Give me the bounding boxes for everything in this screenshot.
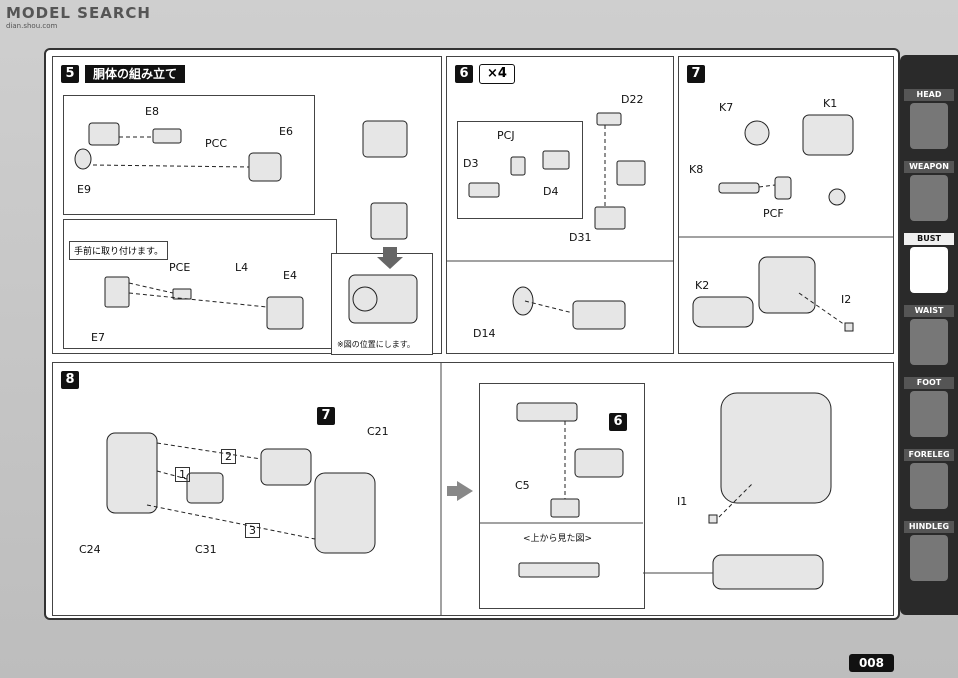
sidebar-item-label: FOOT: [904, 377, 954, 389]
part-label: E7: [91, 331, 105, 344]
bust-part-icon: [910, 247, 948, 293]
part-label: K2: [695, 279, 710, 292]
part-label: D3: [463, 157, 479, 170]
part-label: K7: [719, 101, 734, 114]
step-8-panel: 8: [52, 362, 894, 616]
foreleg-part-icon: [910, 463, 948, 509]
part-label: C31: [195, 543, 217, 556]
part-label: PCF: [763, 207, 784, 220]
step-number: 7: [687, 65, 705, 83]
section-sidebar: HEAD WEAPON BUST WAIST FOOT FORELEG HIND…: [900, 55, 958, 615]
watermark-url: dian.shou.com: [6, 22, 58, 30]
sidebar-item-bust[interactable]: BUST: [904, 233, 954, 297]
part-label: L4: [235, 261, 249, 274]
guide-line-number: 2: [221, 449, 236, 464]
weapon-part-icon: [910, 175, 948, 221]
foot-part-icon: [910, 391, 948, 437]
flow-arrow: [447, 481, 473, 501]
part-label: I2: [841, 293, 852, 306]
part-label: K1: [823, 97, 838, 110]
part-label: D14: [473, 327, 496, 340]
sidebar-item-label: HEAD: [904, 89, 954, 101]
sidebar-item-label: WEAPON: [904, 161, 954, 173]
sidebar-item-label: HINDLEG: [904, 521, 954, 533]
hindleg-part-icon: [910, 535, 948, 581]
top-view-caption: <上から見た図>: [523, 534, 593, 544]
part-label: E8: [145, 105, 159, 118]
step-7-diagram: [679, 114, 893, 332]
sidebar-item-foreleg[interactable]: FORELEG: [904, 449, 954, 513]
part-label: E6: [279, 125, 293, 138]
position-note: ※図の位置にします。: [337, 340, 415, 349]
part-label: PCC: [205, 137, 227, 150]
head-part-icon: [910, 103, 948, 149]
waist-part-icon: [910, 319, 948, 365]
ref-step-badge: 7: [317, 407, 335, 425]
step-number: 6: [455, 65, 473, 83]
step-number: 8: [61, 371, 79, 389]
part-label: PCJ: [497, 129, 515, 142]
step-5-diagram: [74, 120, 418, 330]
part-label: C21: [367, 425, 389, 438]
sidebar-item-hindleg[interactable]: HINDLEG: [904, 521, 954, 585]
watermark-title: MODEL SEARCH: [6, 4, 151, 22]
attach-note: 手前に取り付けます。: [69, 241, 169, 260]
guide-line-number: 3: [245, 523, 260, 538]
sidebar-item-label: BUST: [904, 233, 954, 245]
step-8-diagram: [106, 363, 832, 615]
part-label: C5: [515, 479, 530, 492]
ref-step-badge: 6: [609, 413, 627, 431]
sidebar-item-head[interactable]: HEAD: [904, 89, 954, 153]
step-6-diagram: [447, 112, 673, 330]
step-number: 5: [61, 65, 79, 83]
sidebar-item-weapon[interactable]: WEAPON: [904, 161, 954, 225]
part-label: D22: [621, 93, 644, 106]
sidebar-item-foot[interactable]: FOOT: [904, 377, 954, 441]
step-6-panel: 6 ×4 D22: [446, 56, 674, 354]
part-label: D4: [543, 185, 559, 198]
guide-line-number: 1: [175, 467, 190, 482]
sidebar-item-label: WAIST: [904, 305, 954, 317]
part-label: E4: [283, 269, 297, 282]
instruction-sheet: 5 胴体の組み立て: [44, 48, 900, 620]
sidebar-item-label: FORELEG: [904, 449, 954, 461]
step-5-panel: 5 胴体の組み立て: [52, 56, 442, 355]
part-label: D31: [569, 231, 592, 244]
step-title: 胴体の組み立て: [85, 65, 186, 83]
part-label: C24: [79, 543, 101, 556]
part-label: PCE: [169, 261, 191, 274]
sidebar-item-waist[interactable]: WAIST: [904, 305, 954, 369]
step-7-panel: 7 K7 K1 K8: [678, 56, 894, 354]
page-number: 008: [848, 654, 894, 672]
multiplier-badge: ×4: [479, 64, 515, 84]
part-label: I1: [677, 495, 688, 508]
part-label: E9: [77, 183, 91, 196]
part-label: K8: [689, 163, 704, 176]
